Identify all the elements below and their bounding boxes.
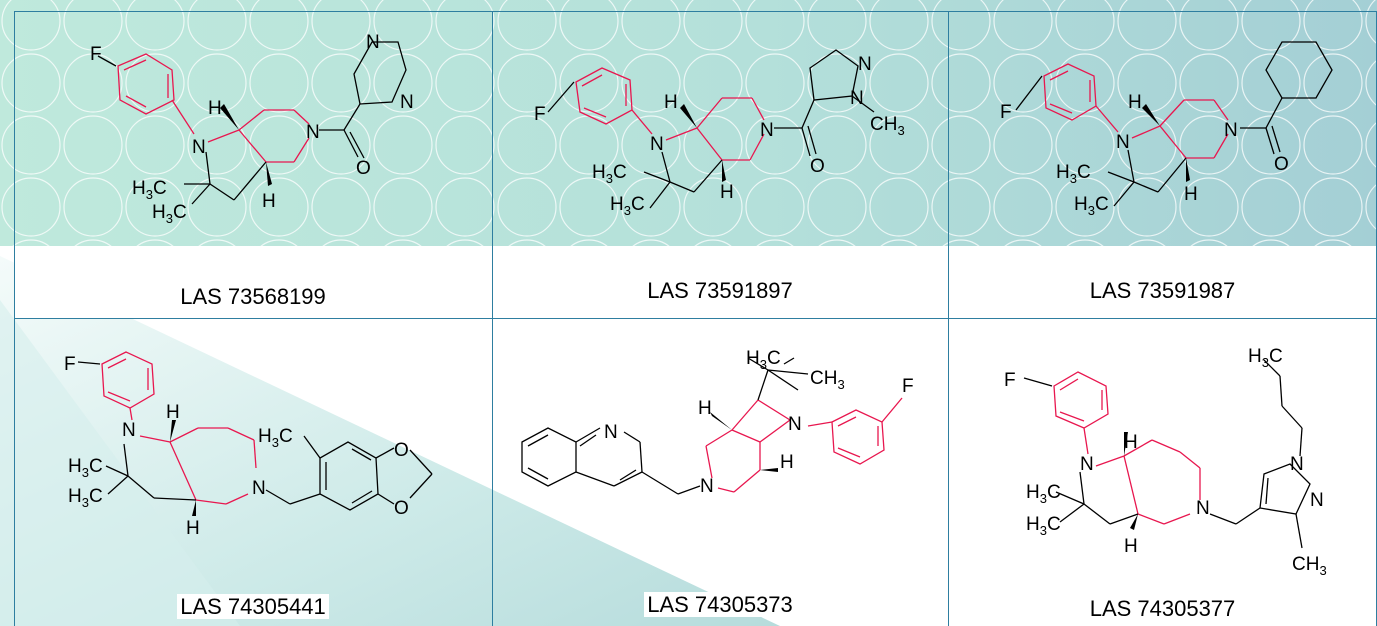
atom-nitrogen: N <box>366 32 380 53</box>
methyl-group: H3C <box>746 348 781 372</box>
atom-fluorine: F <box>1000 102 1012 123</box>
compound-card: F N H H N H3C CH3 N LAS 74305373 <box>492 318 948 626</box>
atom-nitrogen: N <box>1080 454 1094 475</box>
compound-label: LAS 74305377 <box>948 596 1377 622</box>
atom-hydrogen: H <box>698 398 712 419</box>
atom-hydrogen: H <box>208 98 222 119</box>
atom-hydrogen: H <box>664 92 678 113</box>
grid-line <box>14 11 15 626</box>
atom-nitrogen: N <box>604 422 618 443</box>
atom-hydrogen: H <box>780 452 794 473</box>
atom-oxygen: O <box>1274 154 1289 175</box>
atom-fluorine: F <box>64 354 76 375</box>
compound-card: F N H H N H3C H3C H3C N N CH3 LAS 743053… <box>948 318 1377 626</box>
compound-card: F N H H N H3C H3C O N N LAS 73568199 <box>14 12 492 318</box>
compound-label: LAS 74305373 <box>492 592 948 618</box>
atom-nitrogen: N <box>858 54 872 75</box>
atom-fluorine: F <box>1004 370 1016 391</box>
methyl-group: CH3 <box>1292 554 1327 578</box>
compound-label: LAS 73591897 <box>492 278 948 304</box>
methyl-group: H3C <box>1056 162 1091 186</box>
atom-hydrogen: H <box>1128 92 1142 113</box>
compound-label: LAS 73568199 <box>14 284 492 310</box>
compound-label: LAS 73591987 <box>948 278 1377 304</box>
atom-nitrogen: N <box>192 137 206 158</box>
atom-hydrogen: H <box>720 182 734 203</box>
atom-nitrogen: N <box>1290 454 1304 475</box>
methyl-group: H3C <box>258 426 293 450</box>
atom-oxygen: O <box>394 440 409 461</box>
atom-nitrogen: N <box>850 88 864 109</box>
atom-fluorine: F <box>534 104 546 125</box>
structure-diagram: F N H H N H3C H3C O N N <box>90 32 414 226</box>
atom-hydrogen: H <box>262 191 276 212</box>
atom-nitrogen: N <box>700 476 714 497</box>
compound-card: F N H H N H3C H3C O N N CH3 LAS 73591897 <box>492 12 948 318</box>
methyl-group: CH3 <box>810 368 845 392</box>
structure-diagram: F N H H N H3C CH3 N <box>521 348 914 497</box>
structure-diagram: F N H H N H3C H3C O N N CH3 <box>534 49 905 218</box>
atom-oxygen: O <box>394 498 409 519</box>
butyl-group: H3C <box>1248 346 1283 370</box>
methyl-group: H3C <box>68 486 103 510</box>
methyl-group: H3C <box>592 162 627 186</box>
atom-fluorine: F <box>902 376 914 397</box>
grid-line <box>14 318 1377 319</box>
atom-nitrogen: N <box>1116 132 1130 153</box>
methyl-group: H3C <box>1074 194 1109 218</box>
grid-line <box>14 11 1377 12</box>
atom-nitrogen: N <box>1196 498 1210 519</box>
compound-card: F N H H N H3C H3C H3C O O LAS 74305441 <box>14 318 492 626</box>
atom-nitrogen: N <box>760 120 774 141</box>
atom-hydrogen: H <box>1124 536 1138 557</box>
atom-oxygen: O <box>810 156 825 177</box>
atom-hydrogen: H <box>166 402 180 423</box>
compound-label: LAS 74305441 <box>14 594 492 620</box>
methyl-group: H3C <box>132 178 167 202</box>
grid-line <box>492 11 493 626</box>
atom-nitrogen: N <box>400 92 414 113</box>
atom-nitrogen: N <box>788 414 802 435</box>
atom-hydrogen: H <box>1124 432 1138 453</box>
atom-fluorine: F <box>90 44 102 65</box>
methyl-group: H3C <box>610 194 645 218</box>
atom-nitrogen: N <box>1224 120 1238 141</box>
methyl-group: CH3 <box>870 114 905 138</box>
methyl-group: H3C <box>1026 514 1061 538</box>
structure-diagram: F N H H N H3C H3C O <box>1000 41 1333 218</box>
structure-diagram: F N H H N H3C H3C H3C N N CH3 <box>1004 346 1327 578</box>
atom-nitrogen: N <box>122 420 136 441</box>
methyl-group: H3C <box>1026 482 1061 506</box>
atom-hydrogen: H <box>1184 184 1198 205</box>
atom-nitrogen: N <box>252 478 266 499</box>
methyl-group: H3C <box>152 202 187 226</box>
atom-oxygen: O <box>356 158 371 179</box>
atom-nitrogen: N <box>650 134 664 155</box>
compound-card: F N H H N H3C H3C O LAS 73591987 <box>948 12 1377 318</box>
atom-hydrogen: H <box>186 518 200 539</box>
methyl-group: H3C <box>68 456 103 480</box>
atom-nitrogen: N <box>306 122 320 143</box>
grid-line <box>948 11 949 626</box>
atom-nitrogen: N <box>1310 490 1324 511</box>
structure-diagram: F N H H N H3C H3C H3C O O <box>64 351 433 539</box>
